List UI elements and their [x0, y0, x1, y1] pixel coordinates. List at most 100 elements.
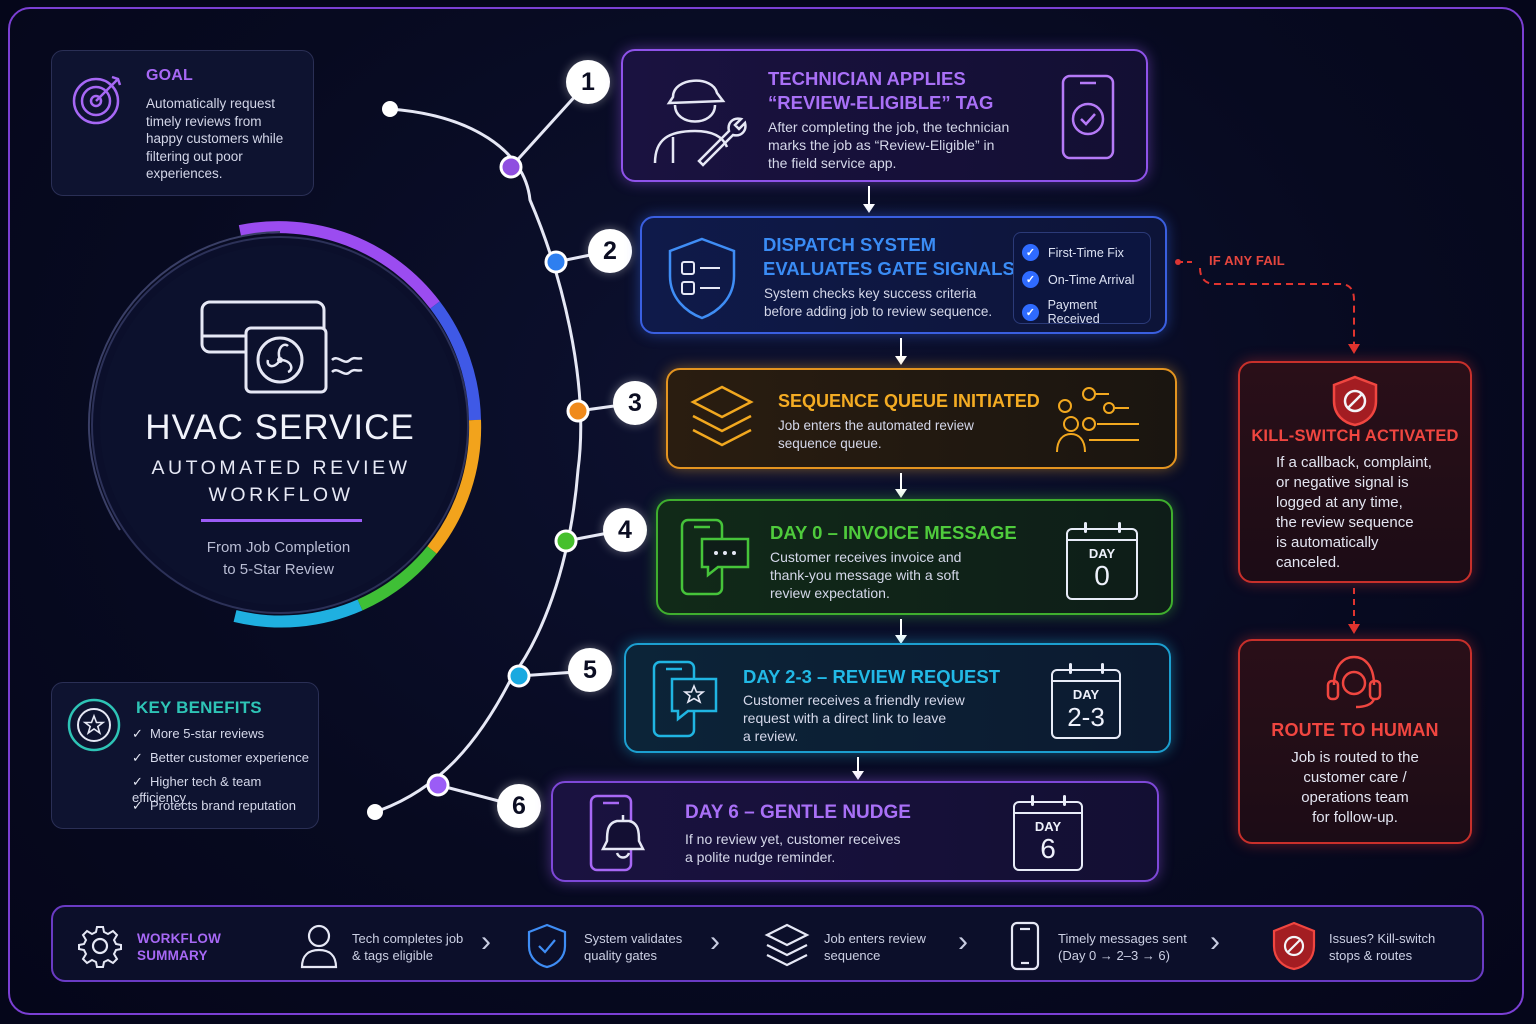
goal-line: Automatically request	[146, 96, 276, 111]
route-human-card: ROUTE TO HUMAN Job is routed to the cust…	[1238, 639, 1472, 844]
benefit-item: ✓Higher tech & team efficiency	[132, 774, 262, 805]
step-2-desc-line: System checks key success criteria	[764, 286, 977, 301]
summary-item-line: stops & routes	[1329, 948, 1413, 963]
fail-label: IF ANY FAIL	[1209, 253, 1285, 268]
chat-phone-icon	[680, 518, 750, 596]
kill-switch-text: If a callback, complaint, or negative si…	[1276, 453, 1432, 573]
check-circle-icon: ✓	[1022, 244, 1039, 261]
step-6-desc-line: a polite nudge reminder.	[685, 849, 836, 865]
step-1-desc-line: After completing the job, the technician	[768, 119, 1010, 135]
timeline-node-3	[566, 399, 590, 423]
step-card-3: SEQUENCE QUEUE INITIATED Job enters the …	[666, 368, 1177, 469]
technician-icon	[653, 79, 747, 167]
step-1-title: TECHNICIAN APPLIES “REVIEW-ELIGIBLE” TAG	[768, 67, 993, 115]
summary-item-line: sequence	[824, 948, 881, 963]
star-badge-icon	[67, 698, 121, 752]
workflow-summary-bar: WORKFLOW SUMMARY Tech completes job & ta…	[51, 905, 1484, 982]
route-human-line: Job is routed to the	[1291, 749, 1419, 766]
timeline-node-4	[554, 529, 578, 553]
calendar-icon: DAY 0	[1066, 522, 1138, 600]
summary-item-line: Job enters review	[824, 931, 926, 946]
gate-check-label: On-Time Arrival	[1048, 272, 1135, 287]
step-2-title-line: DISPATCH SYSTEM	[763, 234, 937, 255]
headset-icon	[1326, 655, 1382, 709]
step-number-4: 4	[603, 508, 647, 552]
step-3-desc-line: sequence queue.	[778, 436, 882, 451]
goal-line: happy customers while	[146, 131, 284, 146]
gate-check-label: First-Time Fix	[1048, 245, 1124, 260]
step-1-title-line: TECHNICIAN APPLIES	[768, 68, 966, 89]
ac-unit-icon	[200, 300, 363, 394]
step-6-desc: If no review yet, customer receives a po…	[685, 830, 901, 866]
step-5-title: DAY 2-3 – REVIEW REQUEST	[743, 666, 1001, 687]
shield-ban-icon	[1332, 375, 1378, 427]
gate-check-on-time-arrival: ✓On-Time Arrival	[1022, 271, 1134, 288]
benefit-text: Higher tech & team efficiency	[132, 774, 262, 805]
hero-ring	[87, 221, 482, 628]
summary-item-line: Tech completes job	[352, 931, 464, 946]
kill-switch-line: logged at any time,	[1276, 494, 1403, 511]
benefits-panel: KEY BENEFITS ✓More 5-star reviews ✓Bette…	[51, 682, 319, 829]
gate-check-first-time-fix: ✓ First-Time Fix	[1022, 244, 1124, 261]
layers-icon	[764, 923, 810, 967]
calendar-icon: DAY 2-3	[1051, 663, 1121, 739]
step-number-6: 6	[497, 784, 541, 828]
flow-arrow	[852, 757, 864, 780]
summary-item-3: Job enters review sequence	[824, 930, 926, 964]
step-6-title: DAY 6 – GENTLE NUDGE	[685, 802, 911, 823]
benefits-title: KEY BENEFITS	[136, 698, 262, 717]
step-number-3: 3	[613, 381, 657, 425]
step-number-5: 5	[568, 648, 612, 692]
route-human-title: ROUTE TO HUMAN	[1271, 720, 1439, 740]
calendar-day-label: DAY	[1034, 819, 1062, 834]
timeline-start-dot	[382, 101, 398, 117]
gate-check-payment-received: ✓Payment Received	[1022, 298, 1150, 326]
hero-subtitle-1: AUTOMATED REVIEW	[151, 457, 411, 479]
summary-item-2: System validates quality gates	[584, 930, 682, 964]
benefit-text: Better customer experience	[150, 750, 309, 765]
step-card-4: DAY 0 – INVOICE MESSAGE Customer receive…	[656, 499, 1173, 615]
calendar-icon: DAY 6	[1013, 795, 1083, 871]
step-3-desc-line: Job enters the automated review	[778, 418, 974, 433]
step-5-desc-line: Customer receives a friendly review	[743, 692, 965, 708]
hero-tagline-line: From Job Completion	[206, 539, 351, 556]
benefit-text: Protects brand reputation	[150, 798, 296, 813]
calendar-day-value: 0	[1094, 560, 1110, 591]
goal-title: GOAL	[146, 67, 194, 84]
summary-item-5: Issues? Kill-switch stops & routes	[1329, 930, 1435, 964]
goal-panel: GOAL Automatically request timely review…	[51, 50, 314, 196]
summary-item-line: Timely messages sent	[1058, 931, 1187, 946]
goal-line: timely reviews from	[146, 113, 262, 129]
shield-checklist-icon	[668, 237, 736, 320]
step-number-2: 2	[588, 229, 632, 273]
step-2-title: DISPATCH SYSTEM EVALUATES GATE SIGNALS	[763, 233, 1015, 281]
step-2-desc: System checks key success criteria befor…	[764, 285, 992, 321]
calendar-day-label: DAY	[1072, 687, 1100, 702]
hero-subtitle-2: WORKFLOW	[208, 484, 354, 506]
step-1-desc-line: the field service app.	[768, 155, 897, 171]
gate-checklist: ✓First-Time Fix ✓On-Time Arrival ✓Paymen…	[1013, 232, 1151, 326]
benefit-item: ✓Protects brand reputation	[132, 798, 296, 813]
step-4-desc-line: thank-you message with a soft	[770, 567, 960, 583]
step-5-desc-line: request with a direct link to leave	[743, 710, 947, 726]
summary-title-line: WORKFLOW	[137, 931, 222, 946]
step-card-5: DAY 2-3 – REVIEW REQUEST Customer receiv…	[624, 643, 1171, 753]
kill-switch-line: is automatically	[1276, 534, 1379, 551]
timeline-end-dot	[367, 804, 383, 820]
benefit-item: ✓More 5-star reviews	[132, 726, 265, 741]
flow-arrow	[863, 186, 875, 213]
route-human-text: Job is routed to the customer care / ope…	[1240, 748, 1470, 828]
step-4-title: DAY 0 – INVOICE MESSAGE	[770, 522, 1017, 543]
summary-item-line: Issues? Kill-switch	[1329, 931, 1436, 946]
step-5-desc: Customer receives a friendly review requ…	[743, 691, 965, 745]
step-3-title: SEQUENCE QUEUE INITIATED	[778, 391, 1040, 411]
timeline-node-1	[499, 155, 523, 179]
hero-divider	[201, 519, 362, 522]
summary-title: WORKFLOW SUMMARY	[137, 930, 221, 964]
kill-switch-line: the review sequence	[1276, 514, 1414, 531]
kill-switch-card: KILL-SWITCH ACTIVATED If a callback, com…	[1238, 361, 1472, 583]
calendar-day-value: 2-3	[1067, 702, 1105, 732]
check-circle-icon: ✓	[1022, 303, 1039, 321]
route-human-line: customer care /	[1303, 769, 1407, 786]
hero-title: HVAC SERVICE	[145, 408, 415, 447]
